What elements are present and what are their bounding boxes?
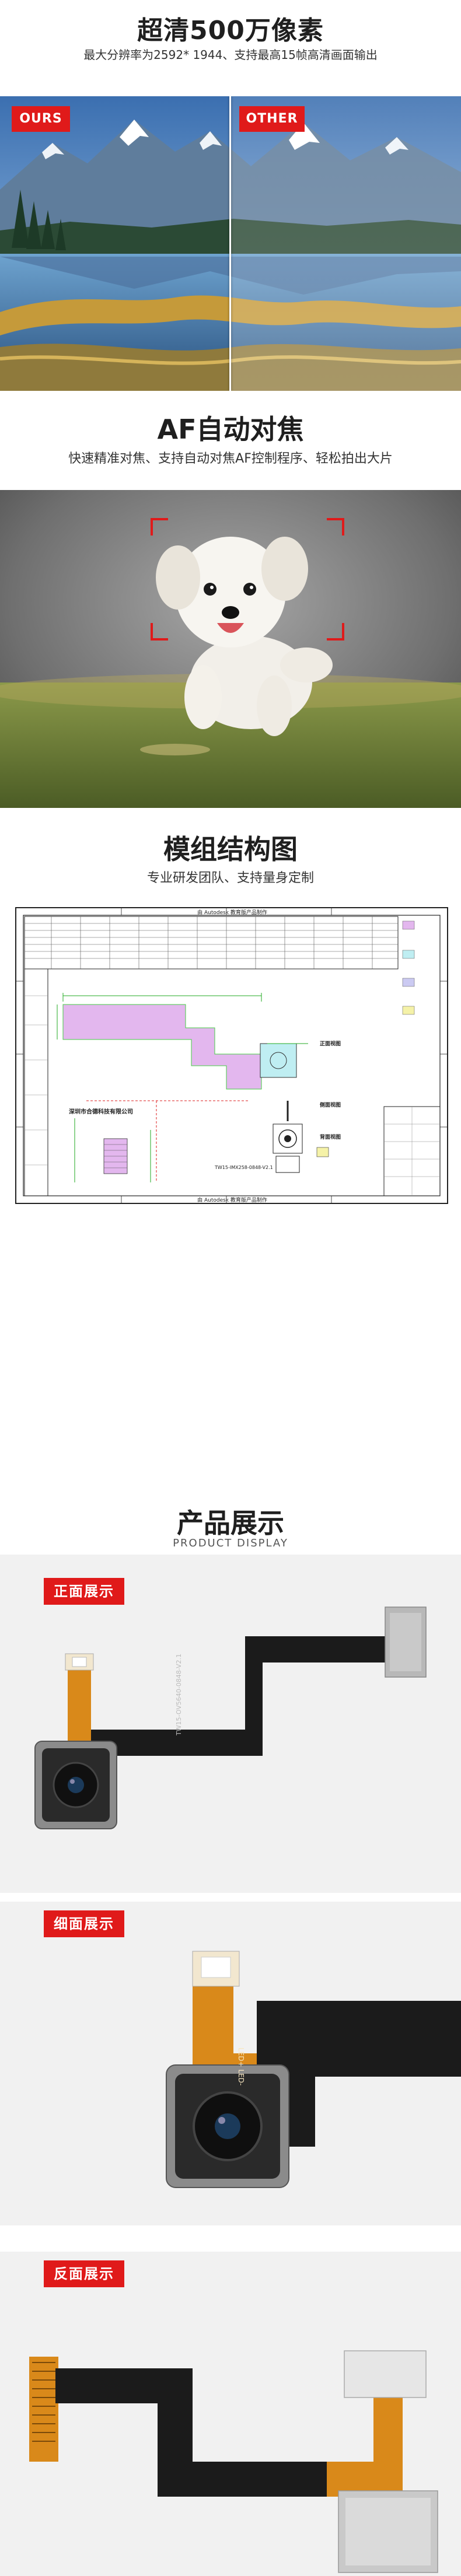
focus-corner-bottom-left xyxy=(151,623,168,640)
running-dog-illustration xyxy=(0,490,461,808)
landscape-comparison-image: OURS OTHER xyxy=(0,96,461,391)
module-structure-drawing: 由 Autodesk 教育版产品制作 由 Autodesk 教育版产品制作 深圳… xyxy=(15,907,448,1204)
fpc-print-front: TW15-OV5640-0848-V2.1 xyxy=(175,1653,183,1735)
focus-corner-bottom-right xyxy=(327,623,344,640)
camera-module-front-illustration xyxy=(34,1606,427,1829)
structure-title: 模组结构图 xyxy=(163,834,298,865)
product-display-subtitle: PRODUCT DISPLAY xyxy=(173,1537,288,1549)
focus-corner-top-right xyxy=(327,518,344,536)
ours-tag: OURS xyxy=(12,106,70,132)
camera-module-back-illustration xyxy=(29,2350,438,2573)
engineering-drawing xyxy=(16,908,447,1203)
drawing-model: TW15-IMX258-0848-V2.1 xyxy=(215,1165,273,1170)
drawing-header-text: 由 Autodesk 教育版产品制作 xyxy=(197,910,267,916)
resolution-subtitle: 最大分辨率为2592* 1944、支持最高15帧高清画面输出 xyxy=(83,48,378,62)
detail-view-tag: 细面展示 xyxy=(44,1910,124,1937)
front-view-tag: 正面展示 xyxy=(44,1578,124,1605)
other-tag: OTHER xyxy=(239,106,305,132)
structure-subtitle: 专业研发团队、支持量身定制 xyxy=(146,871,314,886)
back-view-tag: 反面展示 xyxy=(44,2260,124,2287)
drawing-footer-text: 由 Autodesk 教育版产品制作 xyxy=(197,1198,267,1203)
drawing-company: 深圳市合德科技有限公司 xyxy=(69,1109,133,1115)
autofocus-subtitle: 快速精准对焦、支持自动对焦AF控制程序、轻松拍出大片 xyxy=(68,452,393,466)
comparison-divider xyxy=(229,96,231,391)
front-view-panel: 正面展示 TW15-OV5640-0848-V2.1 xyxy=(0,1555,461,1893)
drawing-back-view-label: 背面视图 xyxy=(320,1135,341,1140)
dog-photo xyxy=(0,490,461,808)
drawing-side-view-label: 侧面视图 xyxy=(320,1102,341,1108)
autofocus-title: AF自动对焦 xyxy=(157,414,304,445)
back-view-panel: 反面展示 xyxy=(0,2252,461,2576)
led-label: LED+ LED- xyxy=(237,2048,245,2086)
resolution-title: 超清500万像素 xyxy=(137,16,324,46)
product-display-title: 产品展示 xyxy=(177,1507,284,1539)
drawing-front-view-label: 正面视图 xyxy=(320,1041,341,1047)
camera-module-detail-illustration xyxy=(166,1951,461,2188)
focus-corner-top-left xyxy=(151,518,168,536)
detail-view-panel: 细面展示 LED+ LED- xyxy=(0,1902,461,2225)
